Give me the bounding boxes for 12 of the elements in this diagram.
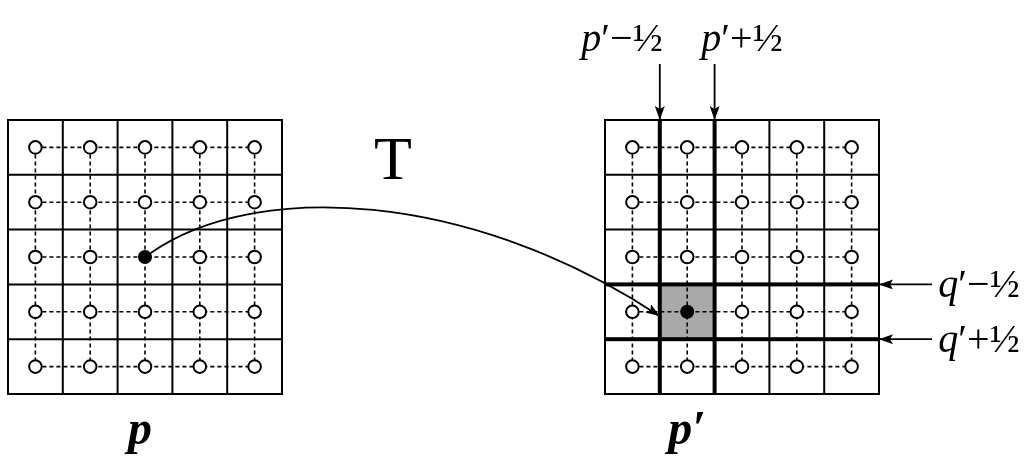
filled-point bbox=[138, 250, 152, 264]
leader-arrow bbox=[654, 63, 665, 121]
leader-arrow bbox=[709, 63, 720, 121]
math-label: q′+½ bbox=[938, 319, 1020, 359]
math-label: p′+½ bbox=[701, 18, 783, 58]
curved-arrow bbox=[149, 206, 661, 318]
leader-arrow bbox=[878, 334, 933, 345]
pixel-grid bbox=[602, 117, 882, 397]
pixel-grid bbox=[5, 117, 285, 397]
math-label: p′−½ bbox=[581, 18, 663, 58]
math-label: q′−½ bbox=[938, 264, 1020, 304]
leader-arrow bbox=[878, 279, 933, 290]
